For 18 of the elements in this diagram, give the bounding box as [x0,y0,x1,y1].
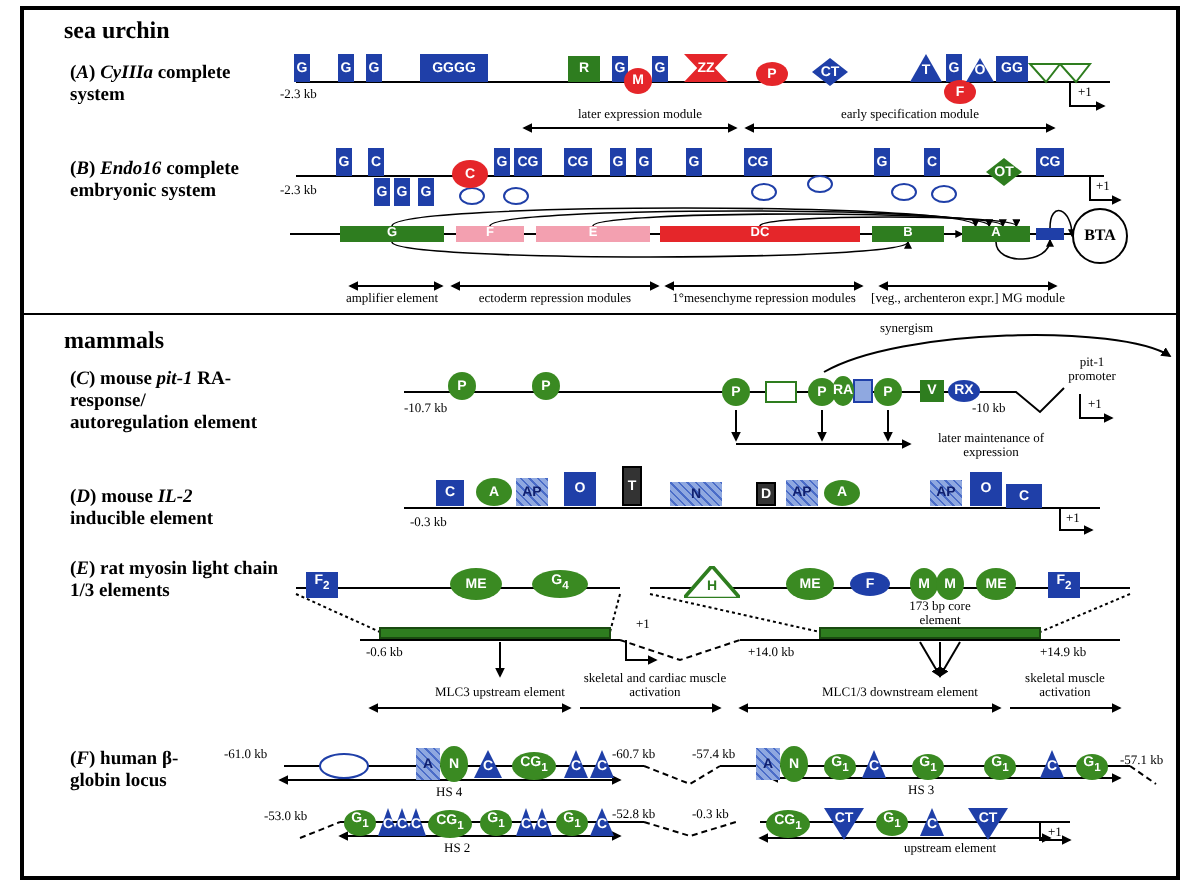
curved-arrow [1049,209,1076,238]
curved-arrow [592,213,1004,227]
regulatory-box [1036,228,1064,240]
curved-arrow [995,238,1053,260]
curved-arrow [759,216,1018,227]
curved-arrow [943,230,964,238]
panel-title: (A) CyIIIa complete system [70,64,233,108]
panel-title: (C) mouse pit-1 RA-response/ autoregulation element [70,370,259,436]
curved-arrow [489,210,991,227]
curved-arrow [391,241,910,258]
panel-title: (D) mouse IL-2 inducible element [70,488,216,532]
panel-title: (E) rat myosin light chain 1/3 elements [70,560,280,604]
panel-title: (B) Endo16 complete embryonic system [70,160,241,204]
section-heading: sea urchin [64,16,170,46]
panel-title: (F) human β-globin locus [70,750,181,794]
curved-arrow [391,207,977,227]
section-heading: mammals [64,326,164,356]
labeled-circle: BTA [1072,208,1128,264]
